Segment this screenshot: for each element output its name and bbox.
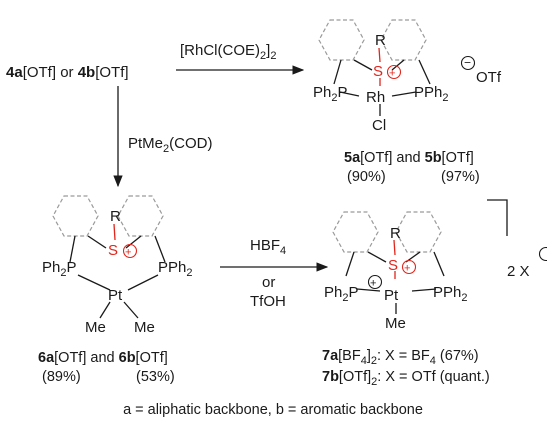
svg-text:Me: Me: [385, 315, 406, 332]
svg-text:Ph2P: Ph2P: [313, 84, 348, 104]
ring-right: [117, 195, 164, 237]
svg-text:Ph2P: Ph2P: [42, 259, 77, 279]
svg-text:R: R: [375, 32, 386, 49]
reagent-rh: [RhCl(COE)2]2: [180, 42, 276, 62]
svg-text:Pt: Pt: [384, 287, 399, 304]
yield-6a: (89%): [42, 369, 81, 385]
ring-left: [332, 211, 379, 253]
svg-text:OTf: OTf: [476, 69, 502, 86]
svg-text:PPh2: PPh2: [433, 284, 468, 304]
backbone-legend: a = aliphatic backbone, b = aromatic bac…: [123, 402, 423, 418]
molecule-7-dication: R S + Ph2P + Pt PPh2 Me 2 X: [324, 199, 547, 332]
ring-right: [395, 211, 442, 253]
svg-text:−: −: [464, 56, 471, 70]
svg-text:+: +: [389, 68, 395, 80]
reagent-pt: PtMe2(COD): [128, 135, 212, 155]
svg-text:+: +: [125, 247, 131, 259]
caption-7b: 7b[OTf]2: X = OTf (quant.): [322, 369, 490, 388]
caption-6: 6a[OTf] and 6b[OTf]: [38, 350, 168, 366]
yield-6b: (53%): [136, 369, 175, 385]
svg-text:S: S: [388, 257, 398, 274]
svg-text:Me: Me: [134, 319, 155, 336]
svg-text:Rh: Rh: [366, 89, 385, 106]
svg-text:R: R: [390, 225, 401, 242]
svg-text:S: S: [373, 63, 383, 80]
svg-text:Pt: Pt: [108, 287, 123, 304]
svg-text:PPh2: PPh2: [158, 259, 193, 279]
ring-left: [318, 19, 365, 61]
reagent-or: or: [262, 274, 275, 291]
molecule-5-rh-complex: R S + Ph2P Rh PPh2 Cl − OTf: [313, 19, 502, 134]
svg-text:Me: Me: [85, 319, 106, 336]
starting-material-label: 4a[OTf] or 4b[OTf]: [6, 64, 129, 81]
svg-text:2 X: 2 X: [507, 263, 530, 280]
svg-text:Cl: Cl: [372, 117, 386, 134]
ring-right: [380, 19, 427, 61]
reagent-hbf4: HBF4: [250, 237, 286, 257]
caption-5: 5a[OTf] and 5b[OTf]: [344, 150, 474, 166]
yield-5b: (97%): [441, 169, 480, 185]
molecule-6-pt-complex: R S + Ph2P Pt PPh2 Me Me: [42, 195, 193, 336]
svg-text:+: +: [404, 263, 410, 275]
svg-text:PPh2: PPh2: [414, 84, 449, 104]
ring-left: [52, 195, 99, 237]
caption-7a: 7a[BF4]2: X = BF4 (67%): [322, 348, 479, 367]
svg-text:R: R: [110, 208, 121, 225]
svg-text:S: S: [108, 242, 118, 259]
yield-5a: (90%): [347, 169, 386, 185]
reagent-tfoh: TfOH: [250, 293, 286, 310]
svg-text:+: +: [370, 278, 376, 290]
svg-text:Ph2P: Ph2P: [324, 284, 359, 304]
